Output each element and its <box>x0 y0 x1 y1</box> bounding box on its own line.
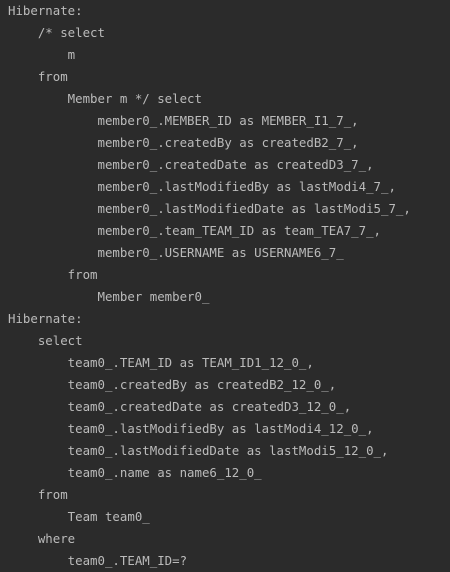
console-line: from <box>8 487 68 502</box>
console-line: member0_.USERNAME as USERNAME6_7_ <box>8 245 344 260</box>
console-line: /* select <box>8 25 105 40</box>
console-line: from <box>8 69 68 84</box>
console-line: team0_.createdDate as createdD3_12_0_, <box>8 399 352 414</box>
console-line: team0_.lastModifiedDate as lastModi5_12_… <box>8 443 389 458</box>
console-line: Hibernate: <box>8 311 83 326</box>
console-line: member0_.createdBy as createdB2_7_, <box>8 135 359 150</box>
console-line: Member m */ select <box>8 91 202 106</box>
console-line: from <box>8 267 98 282</box>
console-line: team0_.TEAM_ID as TEAM_ID1_12_0_, <box>8 355 314 370</box>
console-line: Team team0_ <box>8 509 150 524</box>
console-line: team0_.lastModifiedBy as lastModi4_12_0_… <box>8 421 374 436</box>
console-line: team0_.name as name6_12_0_ <box>8 465 262 480</box>
console-line: Member member0_ <box>8 289 210 304</box>
console-line: team0_.createdBy as createdB2_12_0_, <box>8 377 337 392</box>
console-line: member0_.createdDate as createdD3_7_, <box>8 157 374 172</box>
console-line: m <box>8 47 76 62</box>
console-line: where <box>8 531 76 546</box>
console-line: team0_.TEAM_ID=? <box>8 553 188 568</box>
console-line: Hibernate: <box>8 3 83 18</box>
console-line: member0_.lastModifiedBy as lastModi4_7_, <box>8 179 396 194</box>
console-line: member0_.lastModifiedDate as lastModi5_7… <box>8 201 411 216</box>
console-line: member0_.MEMBER_ID as MEMBER_I1_7_, <box>8 113 359 128</box>
console-line: member0_.team_TEAM_ID as team_TEA7_7_, <box>8 223 381 238</box>
console-line: select <box>8 333 83 348</box>
